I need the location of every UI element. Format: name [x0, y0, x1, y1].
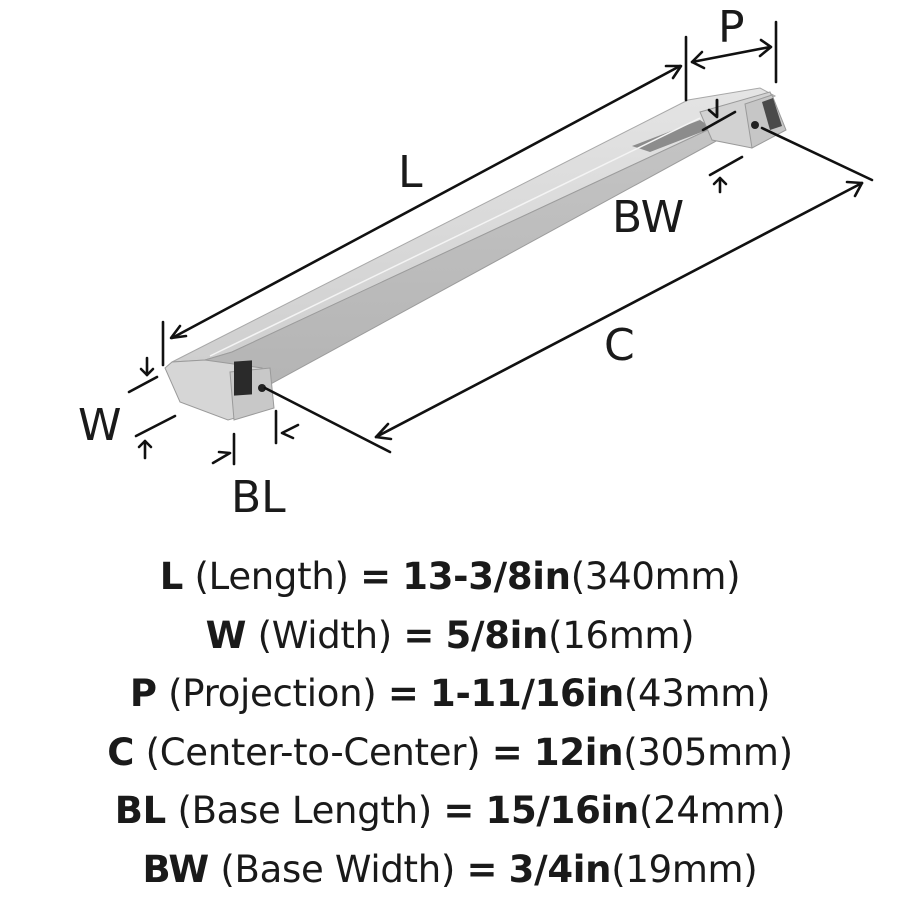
spec-equals: =: [443, 789, 475, 832]
spec-imperial-value: 5/8in: [445, 613, 549, 657]
spec-metric-value: (340mm): [570, 555, 741, 598]
spec-code: BL: [114, 789, 166, 832]
label-P: P: [718, 2, 745, 53]
spec-row-projection: P (Projection) = 1-11/16in(43mm): [0, 665, 900, 724]
spec-code: BW: [142, 847, 210, 891]
spec-metric-value: (305mm): [623, 730, 793, 774]
cabinet-pull-illustration: [164, 87, 787, 421]
label-W: W: [78, 400, 122, 451]
spec-row-center-to-center: C (Center-to-Center) = 12in(305mm): [0, 724, 900, 783]
spec-imperial-value: 15/16in: [485, 789, 640, 832]
spec-metric-value: (24mm): [638, 789, 786, 832]
spec-row-base-length: BL (Base Length) = 15/16in(24mm): [0, 782, 900, 841]
specifications-list: L (Length) = 13-3/8in(340mm) W (Width) =…: [0, 548, 900, 899]
dimension-BL: BL: [211, 409, 300, 523]
spec-imperial-value: 13-3/8in: [402, 555, 571, 598]
label-BL: BL: [231, 472, 286, 523]
spec-imperial-value: 3/4in: [508, 847, 612, 891]
spec-description: (Width): [257, 613, 393, 657]
spec-description: (Base Length): [177, 789, 432, 832]
spec-row-width: W (Width) = 5/8in(16mm): [0, 607, 900, 666]
spec-code: P: [129, 672, 157, 715]
spec-description: (Projection): [168, 672, 377, 715]
spec-equals: =: [403, 613, 435, 657]
spec-code: C: [107, 730, 135, 774]
left-base: [164, 359, 275, 421]
spec-row-base-width: BW (Base Width) = 3/4in(19mm): [0, 841, 900, 900]
spec-metric-value: (19mm): [611, 847, 758, 891]
spec-equals: =: [387, 672, 419, 715]
dimension-BW: BW: [612, 98, 744, 243]
spec-description: (Base Width): [220, 847, 456, 891]
dimension-L: L: [161, 35, 688, 367]
spec-code: W: [205, 613, 247, 657]
spec-imperial-value: 12in: [533, 730, 624, 774]
label-L: L: [398, 147, 423, 198]
spec-row-length: L (Length) = 13-3/8in(340mm): [0, 548, 900, 607]
pull-dimension-diagram: L P BW C W: [78, 2, 874, 523]
spec-description: (Length): [194, 555, 349, 598]
dimension-W: W: [78, 356, 177, 460]
spec-metric-value: (43mm): [623, 672, 771, 715]
spec-equals: =: [491, 730, 523, 774]
spec-description: (Center-to-Center): [145, 730, 481, 774]
label-C: C: [604, 320, 635, 371]
spec-imperial-value: 1-11/16in: [430, 672, 624, 715]
spec-code: L: [159, 555, 184, 598]
spec-metric-value: (16mm): [548, 613, 695, 657]
label-BW: BW: [612, 192, 684, 243]
spec-equals: =: [466, 847, 498, 891]
spec-equals: =: [360, 555, 391, 598]
dimension-P: P: [690, 2, 778, 84]
dimension-C: C: [263, 126, 874, 454]
